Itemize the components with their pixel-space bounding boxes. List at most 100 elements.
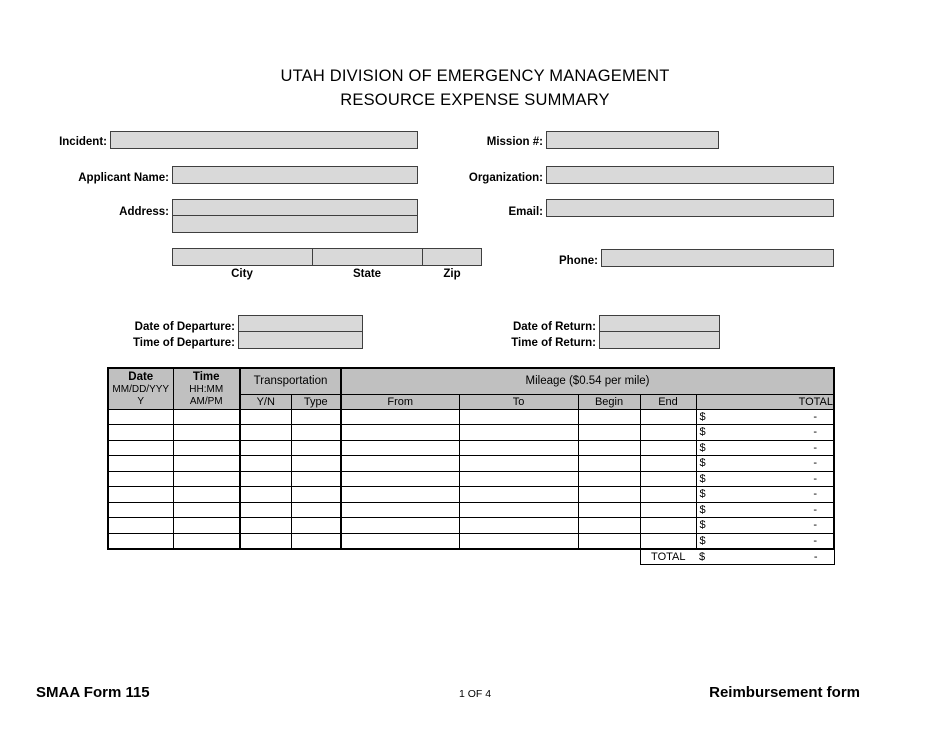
mission-number-input[interactable] xyxy=(546,131,719,149)
cell-time[interactable] xyxy=(172,408,241,425)
cell-time[interactable] xyxy=(172,470,241,487)
organization-input[interactable] xyxy=(546,166,834,184)
cell-from[interactable] xyxy=(340,532,460,550)
cell-row-total[interactable]: $- xyxy=(695,532,836,550)
cell-end[interactable] xyxy=(639,501,697,518)
cell-begin[interactable] xyxy=(577,455,641,472)
applicant-name-input[interactable] xyxy=(172,166,418,184)
cell-to[interactable] xyxy=(458,532,579,550)
cell-date[interactable] xyxy=(107,470,174,487)
incident-label: Incident: xyxy=(59,136,107,148)
cell-yn[interactable] xyxy=(239,470,292,487)
cell-time[interactable] xyxy=(172,501,241,518)
cell-to[interactable] xyxy=(458,486,579,503)
cell-type[interactable] xyxy=(290,517,343,534)
time-of-departure-input[interactable] xyxy=(238,331,363,349)
page-title: UTAH DIVISION OF EMERGENCY MANAGEMENT RE… xyxy=(0,64,950,112)
cell-from[interactable] xyxy=(340,424,460,441)
cell-begin[interactable] xyxy=(577,532,641,550)
cell-from[interactable] xyxy=(340,486,460,503)
cell-begin[interactable] xyxy=(577,439,641,456)
cell-yn[interactable] xyxy=(239,424,292,441)
cell-row-total[interactable]: $- xyxy=(695,501,836,518)
city-input[interactable] xyxy=(173,249,313,265)
cell-end[interactable] xyxy=(639,455,697,472)
cell-type[interactable] xyxy=(290,408,343,425)
cell-date[interactable] xyxy=(107,424,174,441)
cell-yn[interactable] xyxy=(239,439,292,456)
cell-to[interactable] xyxy=(458,455,579,472)
grand-total-value[interactable]: $- xyxy=(696,548,835,565)
cell-begin[interactable] xyxy=(577,408,641,425)
cell-end[interactable] xyxy=(639,470,697,487)
cell-end[interactable] xyxy=(639,439,697,456)
cell-type[interactable] xyxy=(290,501,343,518)
cell-time[interactable] xyxy=(172,439,241,456)
cell-from[interactable] xyxy=(340,439,460,456)
cell-to[interactable] xyxy=(458,517,579,534)
cell-from[interactable] xyxy=(340,517,460,534)
cell-yn[interactable] xyxy=(239,532,292,550)
cell-end[interactable] xyxy=(639,517,697,534)
cell-time[interactable] xyxy=(172,486,241,503)
cell-type[interactable] xyxy=(290,424,343,441)
cell-begin[interactable] xyxy=(577,470,641,487)
cell-date[interactable] xyxy=(107,486,174,503)
cell-end[interactable] xyxy=(639,486,697,503)
cell-type[interactable] xyxy=(290,486,343,503)
cell-date[interactable] xyxy=(107,532,174,550)
cell-time[interactable] xyxy=(172,517,241,534)
cell-row-total[interactable]: $- xyxy=(695,408,836,425)
cell-yn[interactable] xyxy=(239,517,292,534)
cell-type[interactable] xyxy=(290,439,343,456)
cell-type[interactable] xyxy=(290,532,343,550)
cell-to[interactable] xyxy=(458,470,579,487)
cell-to[interactable] xyxy=(458,501,579,518)
currency-symbol: $ xyxy=(699,503,706,516)
address-line2-input[interactable] xyxy=(172,215,418,233)
cell-yn[interactable] xyxy=(239,455,292,472)
cell-to[interactable] xyxy=(458,424,579,441)
cell-date[interactable] xyxy=(107,501,174,518)
cell-type[interactable] xyxy=(290,470,343,487)
cell-begin[interactable] xyxy=(577,486,641,503)
cell-date[interactable] xyxy=(107,408,174,425)
cell-yn[interactable] xyxy=(239,408,292,425)
cell-time[interactable] xyxy=(172,424,241,441)
cell-time[interactable] xyxy=(172,455,241,472)
cell-date[interactable] xyxy=(107,455,174,472)
time-of-return-input[interactable] xyxy=(599,331,720,349)
cell-time[interactable] xyxy=(172,532,241,550)
cell-yn[interactable] xyxy=(239,486,292,503)
cell-row-total[interactable]: $- xyxy=(695,517,836,534)
incident-input[interactable] xyxy=(110,131,418,149)
title-line-1: UTAH DIVISION OF EMERGENCY MANAGEMENT xyxy=(280,67,670,85)
cell-type[interactable] xyxy=(290,455,343,472)
row-total-amount: - xyxy=(813,457,818,469)
table-row: $- xyxy=(107,439,836,456)
cell-date[interactable] xyxy=(107,439,174,456)
state-input[interactable] xyxy=(313,249,423,265)
cell-row-total[interactable]: $- xyxy=(695,439,836,456)
cell-to[interactable] xyxy=(458,408,579,425)
cell-from[interactable] xyxy=(340,455,460,472)
cell-end[interactable] xyxy=(639,408,697,425)
cell-row-total[interactable]: $- xyxy=(695,455,836,472)
cell-from[interactable] xyxy=(340,408,460,425)
cell-from[interactable] xyxy=(340,501,460,518)
cell-row-total[interactable]: $- xyxy=(695,470,836,487)
cell-row-total[interactable]: $- xyxy=(695,424,836,441)
cell-begin[interactable] xyxy=(577,517,641,534)
cell-end[interactable] xyxy=(639,532,697,550)
cell-yn[interactable] xyxy=(239,501,292,518)
phone-input[interactable] xyxy=(601,249,834,267)
cell-end[interactable] xyxy=(639,424,697,441)
cell-from[interactable] xyxy=(340,470,460,487)
cell-to[interactable] xyxy=(458,439,579,456)
cell-begin[interactable] xyxy=(577,424,641,441)
table-row: $- xyxy=(107,455,836,472)
cell-row-total[interactable]: $- xyxy=(695,486,836,503)
cell-date[interactable] xyxy=(107,517,174,534)
cell-begin[interactable] xyxy=(577,501,641,518)
email-input[interactable] xyxy=(546,199,834,217)
